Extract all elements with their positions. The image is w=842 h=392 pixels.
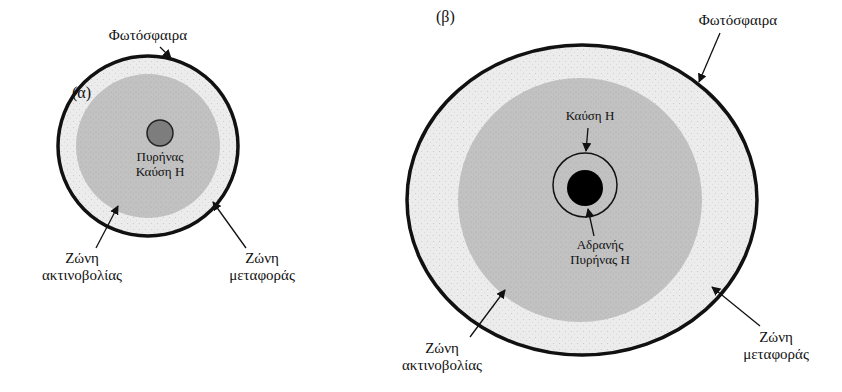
leader-line <box>96 206 118 248</box>
burning-core <box>147 120 173 146</box>
leader-lines <box>96 33 760 337</box>
photosphere-label: Φωτόσφαιρα <box>699 12 777 29</box>
shell-label: Καύση H <box>566 109 615 124</box>
zone-label: Ζώνη ακτινοβολίας <box>42 250 122 285</box>
leader-line <box>588 209 594 236</box>
leader-line <box>586 128 588 151</box>
core-label: Αδρανής Πυρήνας H <box>561 238 639 268</box>
photosphere-label: Φωτόσφαιρα <box>109 27 187 44</box>
radiation-zone <box>458 78 702 322</box>
leader-line <box>213 202 246 248</box>
zone-label: Ζώνη μεταφοράς <box>229 250 295 285</box>
leader-line <box>470 290 505 337</box>
zone-label: Ζώνη μεταφοράς <box>743 329 809 364</box>
panel-label: (β) <box>436 8 455 26</box>
leader-line <box>699 33 720 82</box>
leader-line <box>160 47 171 58</box>
panel-label: (α) <box>72 84 91 102</box>
burning-shell <box>553 153 617 217</box>
zone-label: Ζώνη ακτινοβολίας <box>402 340 482 375</box>
star-a <box>58 56 238 236</box>
star-b <box>407 45 757 355</box>
photosphere-outline <box>58 56 238 236</box>
radiation-zone <box>76 74 220 218</box>
inert-core <box>567 170 603 206</box>
leader-line <box>712 287 760 326</box>
photosphere-outline <box>407 45 757 355</box>
core-label: Πυρήνας Καύση H <box>124 150 196 180</box>
